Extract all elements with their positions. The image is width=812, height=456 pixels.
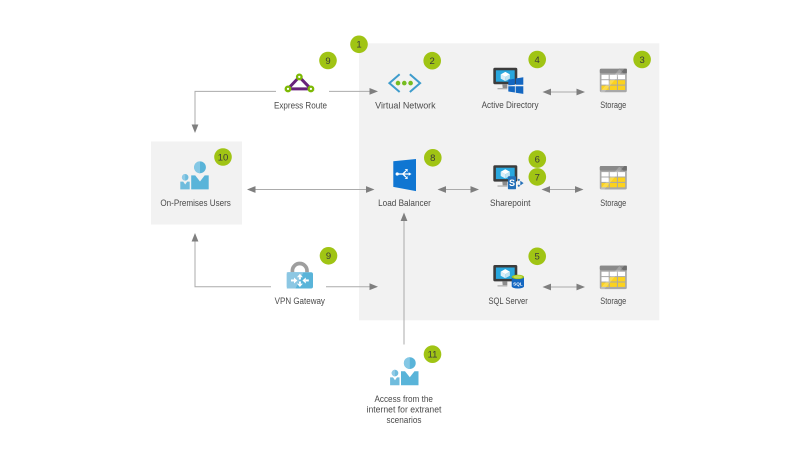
svg-text:9: 9 — [325, 56, 330, 67]
svg-text:SQL: SQL — [513, 281, 523, 286]
svg-text:1: 1 — [356, 40, 361, 51]
svg-text:scenarios: scenarios — [387, 415, 422, 425]
svg-text:S: S — [509, 178, 515, 188]
svg-text:2: 2 — [430, 56, 435, 67]
svg-text:On-Premises Users: On-Premises Users — [160, 198, 231, 208]
svg-text:Storage: Storage — [600, 296, 626, 306]
svg-text:VPN Gateway: VPN Gateway — [275, 296, 326, 306]
svg-text:Storage: Storage — [600, 198, 626, 208]
svg-text:Storage: Storage — [600, 100, 626, 110]
svg-text:Active Directory: Active Directory — [482, 100, 539, 110]
svg-text:Access from the: Access from the — [374, 394, 433, 404]
svg-text:11: 11 — [428, 350, 438, 361]
svg-text:9: 9 — [326, 251, 331, 262]
svg-text:SQL Server: SQL Server — [488, 296, 527, 306]
svg-text:Sharepoint: Sharepoint — [490, 198, 531, 208]
svg-text:8: 8 — [430, 153, 435, 164]
svg-text:7: 7 — [535, 172, 540, 183]
svg-text:3: 3 — [639, 55, 644, 66]
svg-text:4: 4 — [535, 55, 540, 66]
svg-text:6: 6 — [535, 155, 540, 166]
svg-text:Load Balancer: Load Balancer — [378, 198, 431, 208]
svg-text:5: 5 — [535, 252, 540, 263]
svg-text:Virtual Network: Virtual Network — [375, 101, 436, 111]
svg-text:internet for extranet: internet for extranet — [367, 405, 442, 415]
svg-text:Express Route: Express Route — [274, 101, 327, 111]
svg-text:10: 10 — [218, 152, 229, 163]
